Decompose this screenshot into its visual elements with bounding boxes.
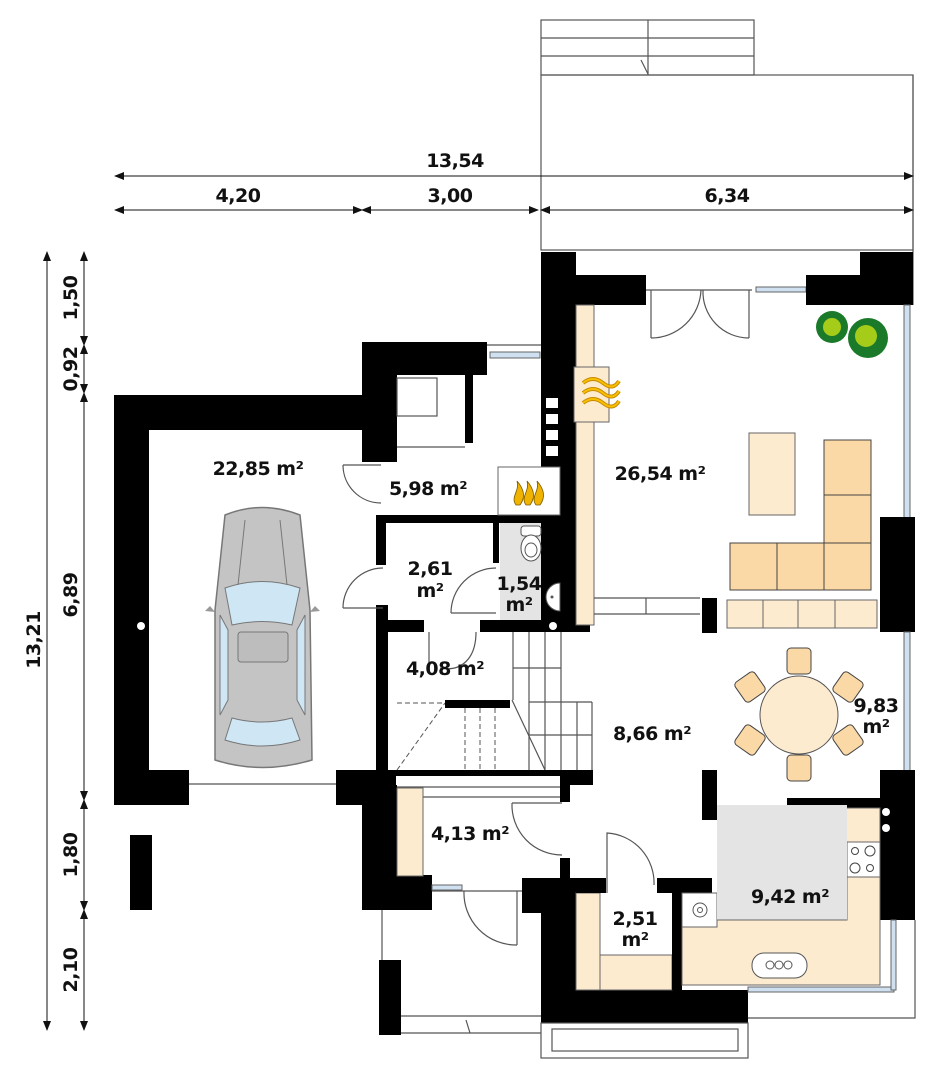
hall-small-area: 2,61 [408,558,453,580]
bench-wall [575,304,595,626]
pantry: 2,51 m² [522,832,749,1059]
dim-width-1: 4,20 [216,185,261,207]
hall-wc: 2,61 m² 1,54 m² [342,525,561,616]
vestibule: 4,13 m² [362,785,570,1035]
staircase [512,632,593,770]
sink-icon [545,582,561,612]
toilet-icon [520,525,542,562]
fire-icon [513,480,544,506]
dining-area-unit: m² [862,716,889,738]
wc-area: 1,54 [497,573,542,595]
sideboard [726,599,878,629]
dim-total-width: 13,54 [426,150,484,172]
terrace [540,19,914,305]
dim-height-2: 0,92 [60,347,82,392]
dim-height-3: 6,89 [60,573,82,618]
fireplace-fire-icon [581,377,621,409]
vestibule-area: 4,13 m² [431,823,509,845]
living-room-area: 26,54 m² [615,463,706,485]
dim-height-5: 2,10 [60,947,82,992]
dim-height-4: 1,80 [60,832,82,877]
dim-width-2: 3,00 [428,185,473,207]
kitchen-area: 9,42 m² [751,886,829,908]
corridor-stairs: 4,08 m² 8,66 m² [376,631,692,802]
coffee-table [748,432,796,516]
stove-icon [849,845,876,874]
walls-central [362,252,646,780]
dim-height-1: 1,50 [60,275,82,320]
corridor-area: 4,08 m² [406,658,484,680]
dining-area: 9,83 m² [734,631,911,782]
wc-unit: m² [505,594,532,616]
light-point [137,622,145,630]
boiler-room-area: 5,98 m² [389,478,467,500]
kitchen: 9,42 m² [681,770,916,1019]
corner-sofa [729,439,872,591]
living-room: 26,54 m² [573,252,915,633]
dimensions-vertical: 13,21 1,50 0,92 6,89 1,80 2,10 [23,251,88,1031]
pantry-unit: m² [621,929,648,951]
garage-area: 22,85 m² [213,458,304,480]
dim-width-3: 6,34 [705,185,750,207]
hall-small-unit: m² [416,580,443,602]
dimensions-horizontal: 13,54 4,20 3,00 6,34 [114,150,914,214]
dining-table-icon [734,647,864,782]
garage-pillar [130,835,152,910]
dim-total-height: 13,21 [23,611,45,669]
dining-area-value: 9,83 [854,695,899,717]
garage: 22,85 m² [114,395,396,910]
hall-stairs-area: 8,66 m² [613,723,691,745]
car-icon [205,506,320,769]
dishwasher-icon [692,902,708,918]
kitchen-sink-icon [751,952,808,979]
plant-icon [816,311,888,358]
pantry-area: 2,51 [613,908,658,930]
boiler-room: 5,98 m² [342,464,561,516]
